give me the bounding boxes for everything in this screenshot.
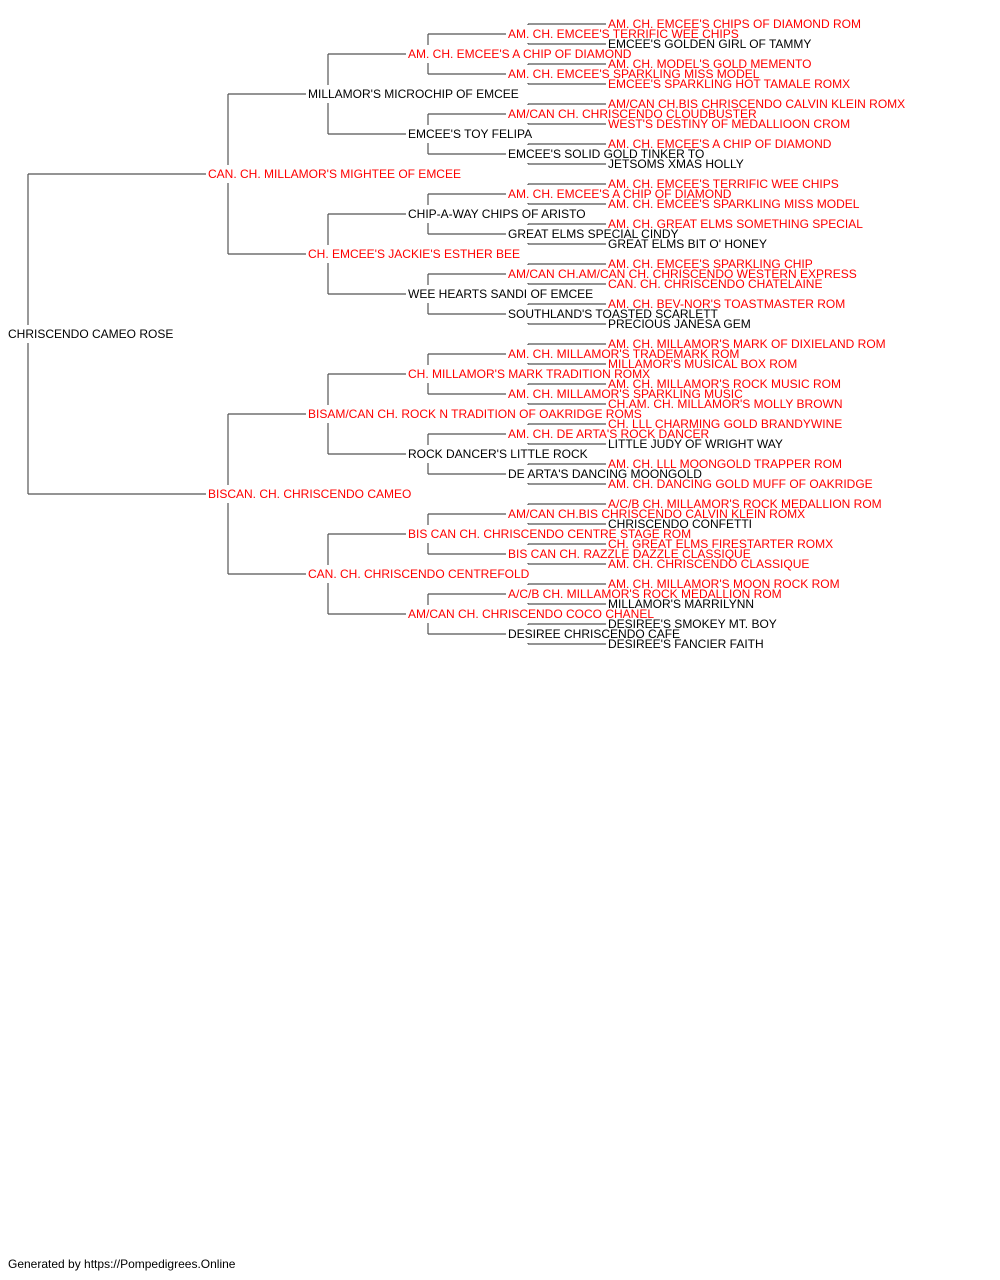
pedigree-name-gen3[interactable]: AM/CAN CH. CHRISCENDO COCO CHANEL — [408, 607, 655, 621]
footer-credit: Generated by https://Pompedigrees.Online — [8, 1257, 236, 1271]
pedigree-name-gen5[interactable]: AM. CH. EMCEE'S SPARKLING CHIP — [608, 257, 813, 271]
pedigree-name-gen5[interactable]: CH.AM. CH. MILLAMOR'S MOLLY BROWN — [608, 397, 843, 411]
pedigree-name-gen5[interactable]: AM. CH. MILLAMOR'S MOON ROCK ROM — [608, 577, 840, 591]
pedigree-name-gen5[interactable]: CAN. CH. CHRISCENDO CHATELAINE — [608, 277, 823, 291]
pedigree-name-gen5[interactable]: AM. CH. CHRISCENDO CLASSIQUE — [608, 557, 810, 571]
pedigree-name-gen3[interactable]: EMCEE'S TOY FELIPA — [408, 127, 533, 141]
pedigree-name-gen5[interactable]: DESIREE'S FANCIER FAITH — [608, 637, 764, 651]
pedigree-name-gen5[interactable]: GREAT ELMS BIT O' HONEY — [608, 237, 767, 251]
pedigree-name-gen2[interactable]: MILLAMOR'S MICROCHIP OF EMCEE — [308, 87, 519, 101]
pedigree-name-gen4[interactable]: AM. CH. MILLAMOR'S SPARKLING MUSIC — [508, 387, 743, 401]
pedigree-name-gen5[interactable]: AM. CH. MODEL'S GOLD MEMENTO — [608, 57, 812, 71]
pedigree-name-gen2[interactable]: CAN. CH. CHRISCENDO CENTREFOLD — [308, 567, 530, 581]
pedigree-name-gen5[interactable]: CHRISCENDO CONFETTI — [608, 517, 752, 531]
pedigree-name-gen4[interactable]: AM. CH. MILLAMOR'S TRADEMARK ROM — [508, 347, 740, 361]
pedigree-name-gen2[interactable]: CH. EMCEE'S JACKIE'S ESTHER BEE — [308, 247, 520, 261]
pedigree-name-gen5[interactable]: AM. CH. DANCING GOLD MUFF OF OAKRIDGE — [608, 477, 873, 491]
pedigree-name-gen4[interactable]: GREAT ELMS SPECIAL CINDY — [508, 227, 679, 241]
pedigree-name-gen5[interactable]: AM/CAN CH.BIS CHRISCENDO CALVIN KLEIN RO… — [608, 97, 906, 111]
pedigree-name-gen3[interactable]: BIS CAN CH. CHRISCENDO CENTRE STAGE ROM — [408, 527, 692, 541]
pedigree-name-gen4[interactable]: BIS CAN CH. RAZZLE DAZZLE CLASSIQUE — [508, 547, 751, 561]
pedigree-name-gen5[interactable]: DESIREE'S SMOKEY MT. BOY — [608, 617, 777, 631]
pedigree-name-gen3[interactable]: AM. CH. EMCEE'S A CHIP OF DIAMOND — [408, 47, 632, 61]
pedigree-name-gen4[interactable]: AM. CH. DE ARTA'S ROCK DANCER — [508, 427, 710, 441]
pedigree-name-gen5[interactable]: MILLAMOR'S MARRILYNN — [608, 597, 755, 611]
pedigree-name-gen5[interactable]: AM. CH. LLL MOONGOLD TRAPPER ROM — [608, 457, 843, 471]
pedigree-name-gen5[interactable]: LITTLE JUDY OF WRIGHT WAY — [608, 437, 783, 451]
pedigree-name-gen5[interactable]: JETSOMS XMAS HOLLY — [608, 157, 744, 171]
pedigree-name-gen5[interactable]: AM. CH. BEV-NOR'S TOASTMASTER ROM — [608, 297, 846, 311]
pedigree-name-gen5[interactable]: AM. CH. MILLAMOR'S MARK OF DIXIELAND ROM — [608, 337, 886, 351]
pedigree-name-gen4[interactable]: A/C/B CH. MILLAMOR'S ROCK MEDALLION ROM — [508, 587, 782, 601]
pedigree-name-gen4[interactable]: DE ARTA'S DANCING MOONGOLD — [508, 467, 702, 481]
pedigree-name-gen4[interactable]: EMCEE'S SOLID GOLD TINKER TO — [508, 147, 705, 161]
pedigree-name-gen4[interactable]: AM/CAN CH.BIS CHRISCENDO CALVIN KLEIN RO… — [508, 507, 806, 521]
pedigree-name-gen4[interactable]: AM. CH. EMCEE'S A CHIP OF DIAMOND — [508, 187, 732, 201]
pedigree-name-gen3[interactable]: WEE HEARTS SANDI OF EMCEE — [408, 287, 594, 301]
pedigree-name-gen5[interactable]: CH. GREAT ELMS FIRESTARTER ROMX — [608, 537, 834, 551]
pedigree-name-gen5[interactable]: A/C/B CH. MILLAMOR'S ROCK MEDALLION ROM — [608, 497, 882, 511]
pedigree-name-gen4[interactable]: AM/CAN CH.AM/CAN CH. CHRISCENDO WESTERN … — [508, 267, 857, 281]
pedigree-name-gen5[interactable]: MILLAMOR'S MUSICAL BOX ROM — [608, 357, 798, 371]
pedigree-name-gen3[interactable]: ROCK DANCER'S LITTLE ROCK — [408, 447, 588, 461]
pedigree-name-gen4[interactable]: AM/CAN CH. CHRISCENDO CLOUDBUSTER — [508, 107, 757, 121]
pedigree-name-gen3[interactable]: CH. MILLAMOR'S MARK TRADITION ROMX — [408, 367, 651, 381]
pedigree-name-gen5[interactable]: AM. CH. EMCEE'S CHIPS OF DIAMOND ROM — [608, 17, 861, 31]
pedigree-name-gen5[interactable]: CH. LLL CHARMING GOLD BRANDYWINE — [608, 417, 843, 431]
pedigree-name-gen5[interactable]: AM. CH. GREAT ELMS SOMETHING SPECIAL — [608, 217, 863, 231]
pedigree-name-gen4[interactable]: AM. CH. EMCEE'S SPARKLING MISS MODEL — [508, 67, 760, 81]
pedigree-name-gen5[interactable]: AM. CH. EMCEE'S A CHIP OF DIAMOND — [608, 137, 832, 151]
pedigree-name-gen5[interactable]: AM. CH. MILLAMOR'S ROCK MUSIC ROM — [608, 377, 841, 391]
pedigree-name-gen1[interactable]: CAN. CH. MILLAMOR'S MIGHTEE OF EMCEE — [208, 167, 461, 181]
pedigree-name-gen5[interactable]: AM. CH. EMCEE'S TERRIFIC WEE CHIPS — [608, 177, 839, 191]
pedigree-name-gen5[interactable]: EMCEE'S SPARKLING HOT TAMALE ROMX — [608, 77, 851, 91]
pedigree-name-gen5[interactable]: EMCEE'S GOLDEN GIRL OF TAMMY — [608, 37, 812, 51]
pedigree-name-gen4[interactable]: SOUTHLAND'S TOASTED SCARLETT — [508, 307, 718, 321]
pedigree-name-gen5[interactable]: AM. CH. EMCEE'S SPARKLING MISS MODEL — [608, 197, 860, 211]
pedigree-name-gen5[interactable]: WEST'S DESTINY OF MEDALLIOON CROM — [608, 117, 851, 131]
pedigree-name-gen0[interactable]: CHRISCENDO CAMEO ROSE — [8, 327, 174, 341]
pedigree-name-gen4[interactable]: DESIREE CHRISCENDO CAFE — [508, 627, 681, 641]
pedigree-name-gen5[interactable]: PRECIOUS JANESA GEM — [608, 317, 751, 331]
pedigree-name-gen4[interactable]: AM. CH. EMCEE'S TERRIFIC WEE CHIPS — [508, 27, 739, 41]
pedigree-name-gen1[interactable]: BISCAN. CH. CHRISCENDO CAMEO — [208, 487, 412, 501]
pedigree-name-gen2[interactable]: BISAM/CAN CH. ROCK N TRADITION OF OAKRID… — [308, 407, 642, 421]
pedigree-name-gen3[interactable]: CHIP-A-WAY CHIPS OF ARISTO — [408, 207, 586, 221]
